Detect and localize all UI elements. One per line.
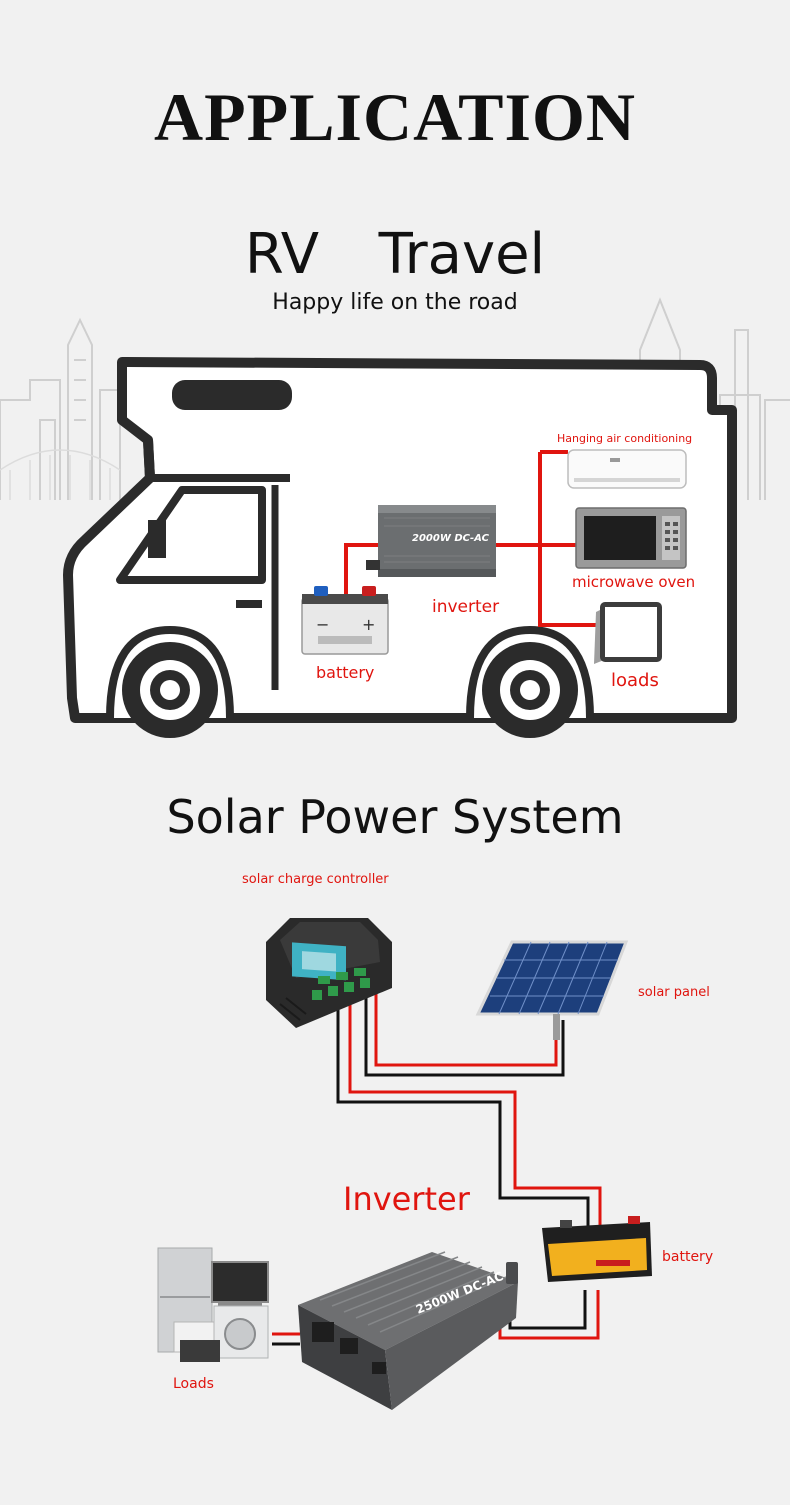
solar-inverter-image: 2500W DC-AC (298, 1251, 518, 1410)
solar-battery-image (542, 1216, 652, 1282)
solar-section-title: Solar Power System (166, 790, 624, 844)
svg-text:+: + (362, 615, 375, 634)
solar-panel-image (475, 940, 629, 1040)
rv-inverter-label-text: 2000W DC-AC (412, 533, 490, 544)
air-conditioner-image (567, 449, 687, 489)
rv-camper-illustration: 2000W DC-AC − + (63, 357, 737, 738)
solar-loads-label: Loads (173, 1376, 214, 1392)
rv-subtitle: Happy life on the road (272, 290, 518, 315)
rv-battery-label: battery (316, 663, 375, 682)
rv-inverter-label: inverter (432, 597, 500, 617)
solar-panel-label: solar panel (638, 985, 710, 1000)
solar-charge-controller-image (266, 918, 392, 1028)
solar-battery-label: battery (662, 1249, 714, 1265)
air-conditioning-label: Hanging air conditioning (557, 432, 693, 445)
solar-inverter-label: Inverter (343, 1180, 470, 1218)
rv-inverter-image: 2000W DC-AC (366, 505, 496, 577)
rv-battery-image: − + (301, 586, 389, 655)
svg-text:−: − (316, 615, 329, 634)
rv-front-wheel (122, 642, 218, 738)
rv-red-wiring (344, 450, 610, 627)
microwave-oven-image (575, 507, 687, 569)
rv-top-window (172, 380, 292, 410)
microwave-oven-label: microwave oven (572, 573, 696, 591)
rv-section-title: RV Travel (244, 222, 546, 287)
appliances-loads-image (157, 1247, 269, 1362)
rv-loads-label: loads (611, 670, 659, 691)
solar-charge-controller-label: solar charge controller (242, 872, 389, 887)
rv-rear-wheel (482, 642, 578, 738)
tablet-loads-image (594, 602, 662, 664)
page-title: APPLICATION (154, 79, 636, 155)
